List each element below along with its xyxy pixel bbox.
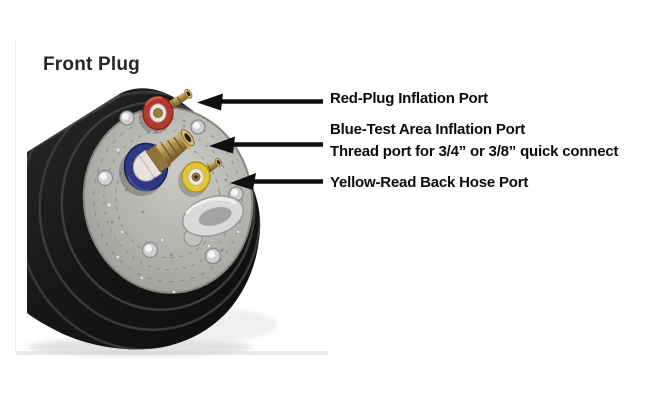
arrow-blue-port xyxy=(209,136,323,154)
blue-barb-fitting xyxy=(139,129,195,178)
bolt xyxy=(204,247,222,265)
callout-arrows xyxy=(197,93,323,190)
callout-yellow-label: Yellow-Read Back Hose Port xyxy=(330,174,529,191)
callout-red-label: Red-Plug Inflation Port xyxy=(330,90,488,107)
arrow-yellow-port xyxy=(230,173,323,190)
photo-left-edge xyxy=(15,40,16,353)
bolt xyxy=(119,110,135,126)
blue-port xyxy=(119,129,195,196)
face-speckles xyxy=(107,124,240,294)
callout-red: Red-Plug Inflation Port xyxy=(330,88,488,110)
yellow-port xyxy=(178,157,223,197)
callout-blue-label: Blue-Test Area Inflation Port xyxy=(330,121,526,138)
callout-yellow: Yellow-Read Back Hose Port xyxy=(330,172,528,194)
bolt xyxy=(96,169,114,187)
figure-title: Front Plug xyxy=(43,54,140,75)
lifting-eye-ring xyxy=(181,195,245,247)
arrow-red-port xyxy=(197,93,323,111)
callout-blue: Blue-Test Area Inflation Port Thread por… xyxy=(330,119,619,163)
callout-blue-sublabel: Thread port for 3/4” or 3/8” quick conne… xyxy=(330,143,619,160)
red-port xyxy=(139,88,193,134)
bolt xyxy=(190,119,206,135)
bolt xyxy=(141,241,159,259)
